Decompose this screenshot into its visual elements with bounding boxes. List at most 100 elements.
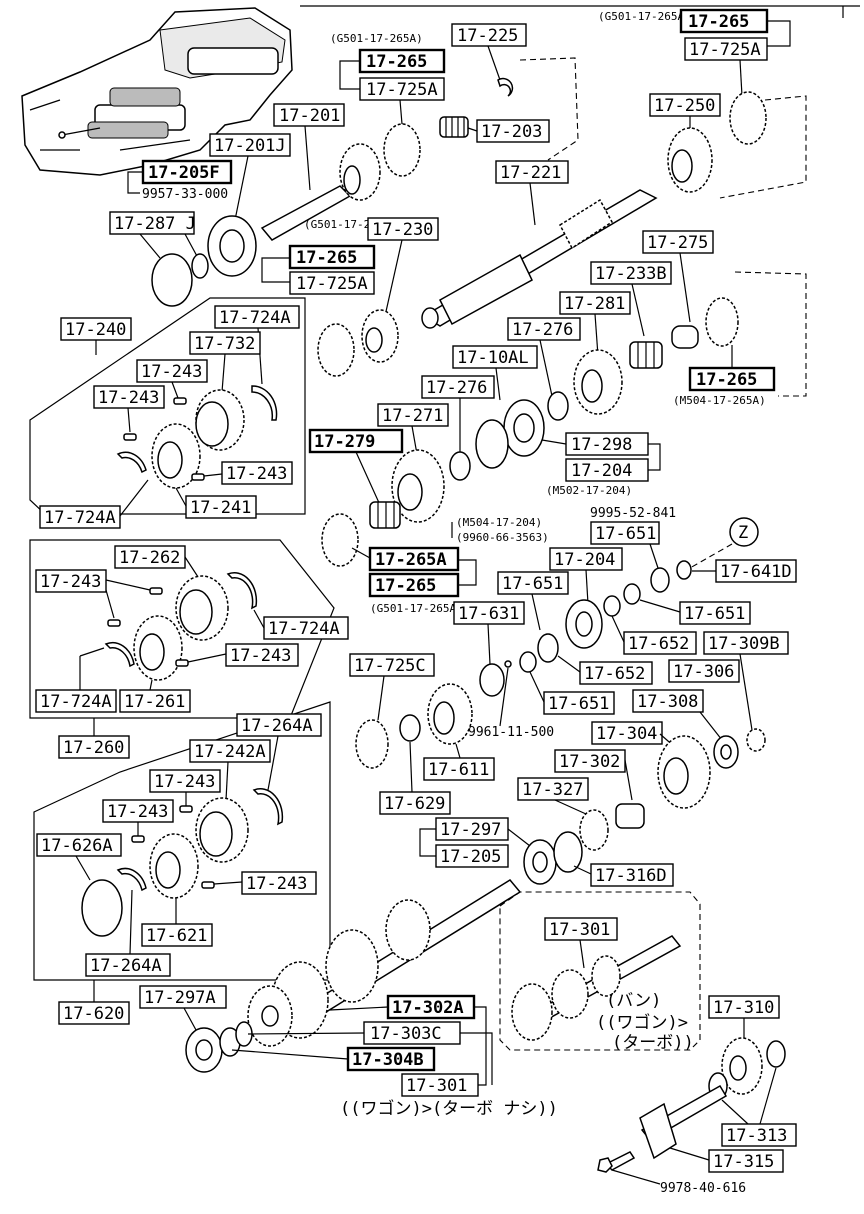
label-17-281: 17-281	[564, 294, 625, 314]
bracket-297	[419, 828, 436, 857]
box-17-724A-b	[39, 505, 121, 529]
shim-9995	[650, 567, 670, 593]
box-17-313	[721, 1123, 797, 1147]
box-17-271	[377, 403, 449, 427]
label-17-276-b: 17-276	[426, 378, 487, 398]
z-callout-circle	[729, 517, 759, 547]
box-17-243-d	[35, 569, 107, 593]
key-17-243-d	[149, 587, 163, 595]
label-17-652-b: 17-652	[584, 664, 645, 684]
label-17-302A: 17-302A	[392, 998, 464, 1018]
label-17-271: 17-271	[382, 406, 443, 426]
dashed-box-17-301	[499, 891, 701, 1051]
bearing-17-205	[523, 839, 557, 885]
leaders-bottom	[231, 1006, 493, 1086]
note-g501-c: (G501-17-265A)	[370, 602, 463, 615]
label-17-724A-a: 17-724A	[219, 308, 291, 328]
box-17-241	[185, 495, 257, 519]
label-17-262: 17-262	[119, 548, 180, 568]
main-shaft-17-221	[421, 189, 658, 329]
note-m504-204: (M504-17-204)	[456, 516, 542, 529]
box-17-243-f	[149, 769, 221, 793]
spring-17-724A-a	[251, 385, 278, 421]
label-17-316D: 17-316D	[595, 866, 667, 886]
box-17-725C	[349, 653, 435, 677]
note-m504: (M504-17-265A)	[673, 394, 766, 407]
label-17-309B: 17-309B	[708, 634, 780, 654]
label-17-620: 17-620	[63, 1004, 124, 1024]
dashed-group-a	[519, 57, 579, 161]
note-wagon: ((ワゴン)>	[596, 1012, 688, 1033]
label-17-243-g: 17-243	[107, 802, 168, 822]
label-17-297: 17-297	[440, 820, 501, 840]
label-17-265-a: 17-265	[366, 52, 427, 72]
box-17-201J	[209, 133, 291, 157]
hub-17-261	[133, 615, 183, 681]
label-17-243-d: 17-243	[40, 572, 101, 592]
box-17-315	[708, 1149, 784, 1173]
pin-9961	[504, 660, 512, 668]
label-17-308: 17-308	[637, 692, 698, 712]
needle-bearing-17-279	[369, 501, 401, 529]
box-17-652-a	[623, 631, 697, 655]
label-17-233B: 17-233B	[595, 264, 667, 284]
bearing-17-201J	[207, 215, 257, 277]
label-17-304B: 17-304B	[352, 1050, 424, 1070]
sleeve-17-262	[175, 575, 229, 641]
label-17-243-b: 17-243	[98, 388, 159, 408]
label-17-250: 17-250	[654, 96, 715, 116]
label-17-724A-c: 17-724A	[268, 619, 340, 639]
gear-17-230	[361, 309, 399, 363]
bracket-b	[261, 257, 290, 283]
box-17-243-h	[241, 871, 317, 895]
label-17-243-c: 17-243	[226, 464, 287, 484]
hub-17-241	[151, 423, 201, 489]
label-17-221: 17-221	[500, 163, 561, 183]
transmission-case-illustration	[21, 7, 293, 176]
label-17-611: 17-611	[428, 760, 489, 780]
thrust-washer-17-276-a	[547, 391, 569, 421]
washer-17-313-a	[766, 1040, 786, 1068]
key-17-243-h	[131, 835, 145, 843]
label-17-265-d: 17-265	[375, 576, 436, 596]
countershaft-gear-cluster	[247, 879, 522, 1047]
shim-17-652-b	[537, 633, 559, 663]
spring-17-724A-b	[116, 451, 147, 474]
box-17-629	[379, 791, 451, 815]
shim-17-316D	[553, 831, 583, 873]
label-17-304: 17-304	[596, 724, 657, 744]
label-17-260: 17-260	[63, 738, 124, 758]
label-17-205: 17-205	[440, 847, 501, 867]
spring-17-724A-c	[226, 572, 258, 610]
circlip-17-225	[497, 77, 514, 97]
pn-9961: 9961-11-500	[468, 725, 554, 740]
ring-17-626A	[81, 879, 123, 937]
snap-ring-17-641D	[676, 560, 692, 580]
gear-17-281	[573, 349, 623, 415]
label-17-225: 17-225	[457, 26, 518, 46]
box-17-264A-a	[236, 713, 322, 737]
label-17-725A-tr: 17-725A	[689, 40, 761, 60]
z-dash	[689, 543, 733, 569]
box-17-265-b	[288, 244, 376, 270]
box-17-306	[668, 659, 740, 683]
main-drive-gear-17-201	[260, 143, 381, 241]
label-17-243-a: 17-243	[141, 362, 202, 382]
bracket-265A	[458, 559, 477, 586]
box-17-652-b	[579, 661, 653, 685]
sleeve-17-242A	[195, 797, 249, 863]
label-17-265A-c: 17-265A	[375, 550, 447, 570]
label-17-264A-b: 17-264A	[90, 956, 162, 976]
nut-17-309B	[746, 728, 766, 752]
idler-shaft-17-315	[639, 1084, 728, 1160]
label-17-652-a: 17-652	[628, 634, 689, 654]
label-17-287J: 17-287 J	[114, 214, 196, 234]
label-17-10AL: 17-10AL	[457, 348, 529, 368]
box-17-611	[423, 757, 495, 781]
note-turbo: (ターボ))	[612, 1033, 694, 1053]
gear-17-271	[391, 449, 445, 523]
bolt-9978	[597, 1151, 636, 1173]
hub-17-621	[149, 833, 199, 899]
bearing-17-297A	[185, 1027, 223, 1073]
collar-17-275	[671, 325, 699, 349]
